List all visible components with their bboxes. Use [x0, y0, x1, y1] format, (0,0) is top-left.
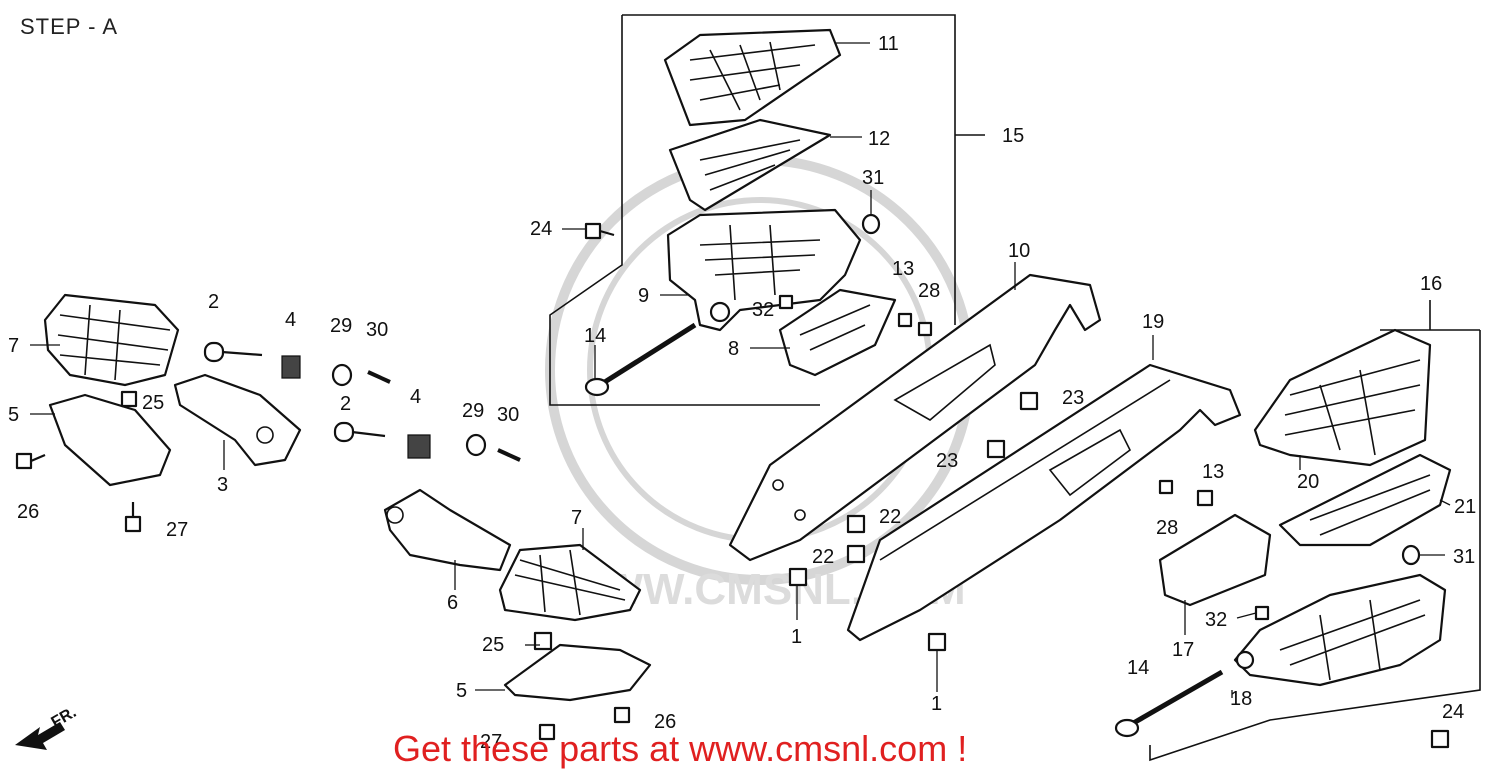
- callout-24b: 24: [1442, 701, 1464, 723]
- callout-23a: 23: [1062, 387, 1084, 409]
- part-9-bracket: [666, 208, 862, 332]
- callout-27b: 27: [480, 731, 502, 753]
- callout-32b: 32: [1205, 609, 1227, 631]
- callout-26a: 26: [17, 501, 39, 523]
- callout-18: 18: [1230, 688, 1252, 710]
- callout-6: 6: [447, 592, 458, 614]
- callout-15: 15: [1002, 125, 1024, 147]
- callout-1a: 1: [791, 626, 802, 648]
- callout-13b: 13: [1202, 461, 1224, 483]
- callout-30a: 30: [366, 319, 388, 341]
- part-7-left-mat: [43, 293, 180, 387]
- callout-12: 12: [868, 128, 890, 150]
- callout-20: 20: [1297, 471, 1319, 493]
- callout-2b: 2: [340, 393, 351, 415]
- part-7-lower-mat: [498, 543, 642, 622]
- callout-13a: 13: [892, 258, 914, 280]
- callout-5a: 5: [8, 404, 19, 426]
- part-21-right-plate: [1278, 453, 1452, 547]
- callout-10: 10: [1008, 240, 1030, 262]
- callout-7b: 7: [571, 507, 582, 529]
- callout-31b: 31: [1453, 546, 1475, 568]
- part-5-left-bracket: [48, 393, 172, 487]
- callout-2a: 2: [208, 291, 219, 313]
- part-6-peg: [383, 488, 512, 572]
- diagram-title: STEP - A: [20, 14, 119, 39]
- part-3-peg: [173, 373, 302, 467]
- callout-14a: 14: [584, 325, 606, 347]
- callout-8: 8: [728, 338, 739, 360]
- part-19-lower-cover: [846, 363, 1242, 642]
- callout-3: 3: [217, 474, 228, 496]
- callout-31a: 31: [862, 167, 884, 189]
- part-20-right-mat: [1253, 328, 1432, 467]
- leader-lines: [30, 42, 1451, 698]
- front-direction-arrow: FR.: [15, 704, 79, 750]
- part-11-rubber-mat: [663, 28, 842, 127]
- callout-28b: 28: [1156, 517, 1178, 539]
- small-hardware: [15, 213, 1450, 749]
- callout-25b: 25: [482, 634, 504, 656]
- group-brackets: [549, 14, 1481, 762]
- callout-16: 16: [1420, 273, 1442, 295]
- callout-1b: 1: [931, 693, 942, 715]
- callout-29a: 29: [330, 315, 352, 337]
- part-14-long-bolt: [584, 322, 697, 397]
- callout-22a: 22: [879, 506, 901, 528]
- callout-4b: 4: [410, 386, 421, 408]
- callout-19: 19: [1142, 311, 1164, 333]
- callout-22b: 22: [812, 546, 834, 568]
- callout-28a: 28: [918, 280, 940, 302]
- callout-17: 17: [1172, 639, 1194, 661]
- callout-7a: 7: [8, 335, 19, 357]
- promo-banner[interactable]: Get these parts at www.cmsnl.com !: [393, 728, 968, 769]
- part-18-bracket: [1233, 573, 1447, 687]
- callout-26b: 26: [654, 711, 676, 733]
- part-14-long-bolt-lower: [1114, 669, 1224, 738]
- callout-4a: 4: [285, 309, 296, 331]
- callout-11: 11: [878, 33, 899, 55]
- part-8-mount: [778, 288, 897, 377]
- callout-25a: 25: [142, 392, 164, 414]
- callout-27a: 27: [166, 519, 188, 541]
- callout-24a: 24: [530, 218, 552, 240]
- part-17-mount: [1158, 513, 1272, 607]
- callout-9: 9: [638, 285, 649, 307]
- part-12-plate: [668, 118, 832, 212]
- callout-23b: 23: [936, 450, 958, 472]
- part-10-side-cover: [728, 273, 1102, 562]
- callout-14b: 14: [1127, 657, 1149, 679]
- callout-32a: 32: [752, 299, 774, 321]
- callout-5b: 5: [456, 680, 467, 702]
- callout-29b: 29: [462, 400, 484, 422]
- callout-30b: 30: [497, 404, 519, 426]
- callout-21: 21: [1454, 496, 1476, 518]
- part-5-lower-bracket: [503, 643, 652, 702]
